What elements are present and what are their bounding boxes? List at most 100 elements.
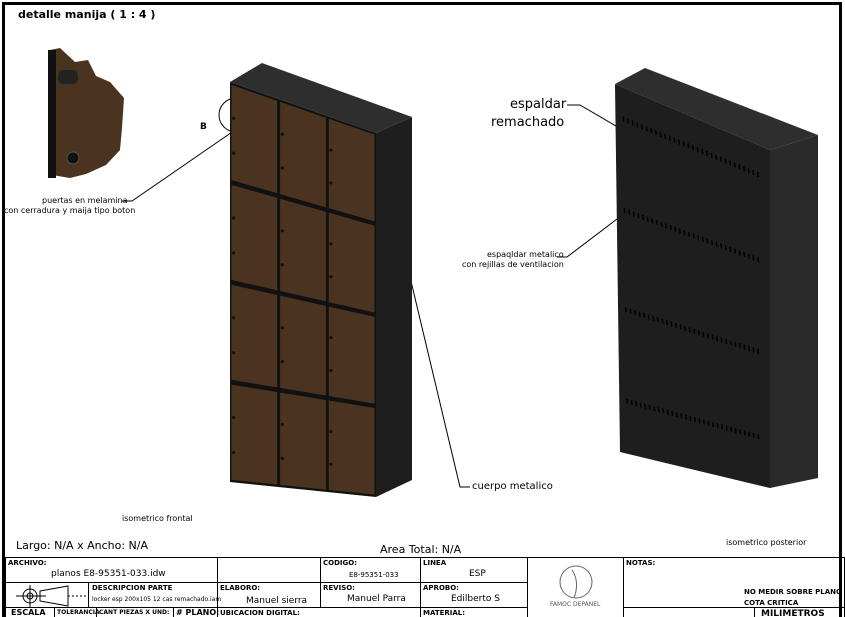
ventilation-slot (721, 424, 724, 430)
codigo-value: E8-95351-033 (349, 571, 399, 579)
reviso-value: Manuel Parra (347, 594, 406, 604)
cant-label: CANT PIEZAS X UND: (99, 609, 170, 616)
linea-value: ESP (469, 569, 486, 579)
handle-detail-view (48, 48, 124, 178)
ventilation-slot (636, 122, 639, 128)
door-knob-icon (280, 229, 284, 233)
ventilation-slot (696, 147, 699, 153)
door-knob-icon (329, 181, 333, 185)
escala-label: ESCALA (11, 608, 46, 617)
back-panel (615, 84, 770, 488)
ventilation-slot (707, 420, 710, 426)
locker-door (280, 101, 326, 208)
ventilation-slot (657, 407, 660, 413)
door-knob-icon (232, 251, 236, 255)
ventilation-slot (679, 324, 682, 330)
aprobo-value: Edilberto S (451, 594, 500, 604)
empty-cell (217, 557, 321, 583)
ventilation-slot (628, 209, 631, 216)
ventilation-slot (734, 341, 737, 347)
ventilation-slot (678, 228, 681, 234)
ventilation-slot (752, 169, 755, 176)
ventilation-slot (635, 401, 638, 407)
ventilation-slot (629, 308, 632, 314)
ventilation-slot (646, 216, 649, 222)
nota-2: COTA CRITICA (744, 599, 799, 607)
ventilation-slot (675, 322, 678, 329)
ventilation-slot (711, 334, 714, 340)
ventilation-slot (710, 240, 714, 246)
locker-door (231, 84, 278, 194)
ventilation-slot (733, 248, 737, 254)
ventilation-slot (729, 340, 732, 346)
ventilation-slot (693, 416, 696, 423)
ventilation-slot (655, 219, 658, 226)
ventilation-slot (738, 250, 741, 256)
locker-door (280, 295, 326, 396)
ventilation-slot (652, 315, 655, 321)
ventilation-slot (743, 430, 746, 436)
aprobo-cell: APROBO:Edilberto S (420, 582, 528, 608)
ventilation-slot (716, 335, 719, 342)
ventilation-slot (640, 124, 644, 130)
unidades-label: MILIMETROS (761, 609, 825, 617)
door-knob-icon (232, 116, 236, 120)
material-cell: MATERIAL: (420, 607, 528, 617)
cabinet-top (230, 63, 412, 133)
ventilation-slot (724, 245, 727, 251)
door-knob-icon (280, 359, 284, 364)
door-knob-icon (232, 415, 236, 420)
door-knob-icon (329, 148, 333, 152)
locker-door (231, 184, 278, 291)
ventilation-slot (624, 307, 627, 313)
nota-1: NO MEDIR SOBRE PLANO (744, 588, 842, 596)
ventilation-slot (659, 131, 662, 137)
ventilation-slot (729, 160, 732, 166)
reviso-cell: REVISO:Manuel Parra (320, 582, 421, 608)
ventilation-slot (653, 406, 656, 412)
cant-cell: CANT PIEZAS X UND: (96, 607, 174, 617)
tolerancia-label: TOLERANCIA (57, 609, 100, 616)
ventilation-slot (729, 246, 732, 253)
ventilation-slot (650, 127, 653, 134)
ventilation-slot (733, 162, 736, 168)
callout-espaldar-2: remachado (491, 115, 565, 130)
ventilation-slot (720, 337, 723, 343)
ventilation-slot (633, 309, 637, 316)
ventilation-slot (710, 152, 713, 158)
ventilation-slot (702, 419, 706, 425)
ventilation-slot (666, 409, 669, 415)
ubicacion-cell: UBICACION DIGITAL: (217, 607, 421, 617)
ventilation-slot (757, 433, 760, 440)
ventilation-slot (738, 343, 741, 349)
door-knob-icon (329, 275, 333, 279)
locker-door (231, 284, 278, 388)
ventilation-slot (692, 233, 695, 239)
material-label: MATERIAL: (423, 609, 466, 617)
ventilation-slot (638, 311, 641, 317)
door-knob-icon (329, 242, 333, 246)
linea-label: LINEA (423, 559, 447, 567)
projection-symbol (5, 582, 89, 608)
ventilation-slot (752, 432, 755, 438)
back-cabinet (615, 68, 818, 488)
archivo-label: ARCHIVO: (8, 559, 47, 567)
front-cabinet (230, 63, 412, 497)
ventilation-slot (756, 171, 759, 178)
archivo-value: planos E8-95351-033.idw (51, 569, 166, 579)
ventilation-slot (702, 331, 705, 337)
ventilation-slot (678, 139, 681, 145)
view-label-back: isometrico posterior (726, 538, 807, 547)
archivo-cell: ARCHIVO: planos E8-95351-033.idw (5, 557, 218, 583)
door-knob-icon (232, 216, 236, 220)
ventilation-slot (651, 218, 654, 224)
elaboro-label: ELABORO: (220, 584, 261, 592)
ubicacion-label: UBICACION DIGITAL: (220, 609, 300, 617)
ventilation-slot (688, 327, 691, 333)
dimensions-largo-ancho: Largo: N/A x Ancho: N/A (16, 539, 148, 552)
ventilation-slot (656, 317, 659, 323)
door-knob-icon (280, 132, 284, 136)
